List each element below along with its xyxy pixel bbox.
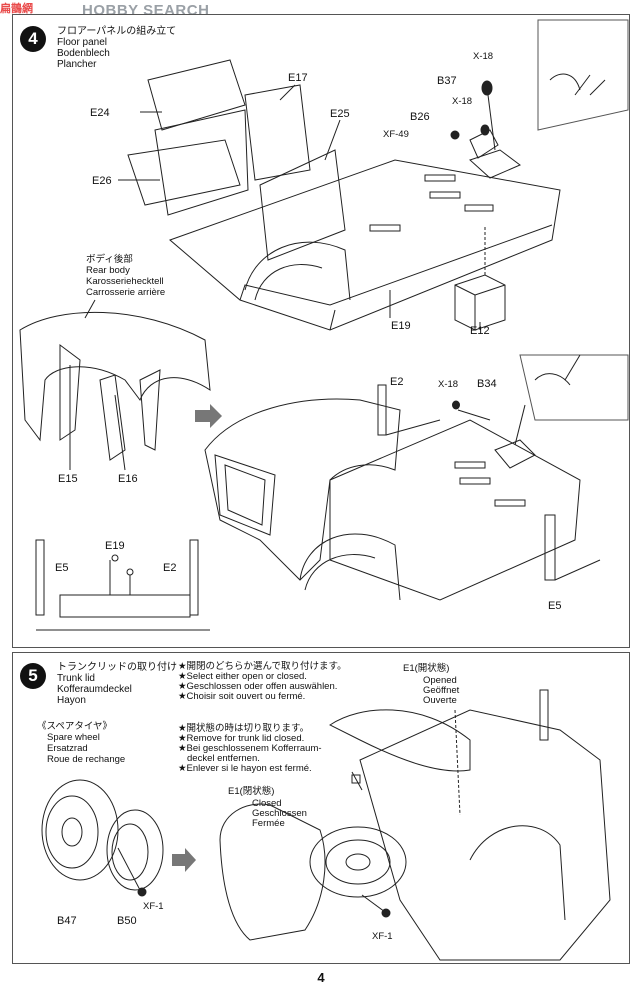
spare-wheel-de: Ersatzrad — [47, 743, 88, 754]
watermark-site-logo: 扁鵲網 — [0, 3, 33, 15]
label-e17: E17 — [288, 72, 308, 84]
step5-title-de: Kofferaumdeckel — [57, 684, 132, 695]
open-lid-en: Opened — [423, 675, 457, 686]
rear-body-en: Rear body — [86, 265, 130, 276]
step5-title-jp: トランクリッドの取り付け — [57, 662, 177, 673]
closed-lid-label: E1(閉状態) — [228, 786, 275, 797]
step5-note1-line4: ★Choisir soit ouvert ou fermé. — [178, 691, 306, 702]
label-xf49: XF-49 — [383, 129, 409, 140]
open-lid-fr: Ouverte — [423, 695, 457, 706]
page-number: 4 — [317, 970, 325, 985]
label-e19: E19 — [391, 320, 411, 332]
label-x18-top: X-18 — [473, 51, 494, 62]
step4-title-en: Floor panel — [57, 37, 108, 48]
label-b47: B47 — [57, 915, 77, 927]
open-lid-label: E1(開状態) — [403, 663, 450, 674]
step4-title-de: Bodenblech — [57, 48, 110, 59]
step5-note2-line1: ★開状態の時は切り取ります。 — [178, 723, 310, 734]
step4-title-jp: フロアーパネルの組み立て — [57, 26, 177, 37]
label-xf1-wheel: XF-1 — [143, 901, 164, 912]
label-e12: E12 — [470, 325, 490, 337]
step5-note2-line2: ★Remove for trunk lid closed. — [178, 733, 305, 744]
step5-note1-line2: ★Select either open or closed. — [178, 671, 307, 682]
label-e24: E24 — [90, 107, 110, 119]
label-b26: B26 — [410, 111, 430, 123]
step5-note2-line5: ★Enlever si le hayon est fermé. — [178, 763, 312, 774]
step4-number: 4 — [20, 26, 46, 52]
label-x18-lower: X-18 — [438, 379, 459, 390]
step5-note1-line3: ★Geschlossen oder offen auswählen. — [178, 681, 338, 692]
step5-title-fr: Hayon — [57, 695, 86, 706]
label-b37: B37 — [437, 75, 457, 87]
rear-body-fr: Carrosserie arrière — [86, 287, 166, 298]
label-e16: E16 — [118, 473, 138, 485]
label-e2-top: E2 — [390, 376, 404, 388]
step5-number: 5 — [20, 663, 46, 689]
label-e2-frame: E2 — [163, 562, 177, 574]
label-xf1-body: XF-1 — [372, 931, 393, 942]
step5-note1-line1: ★開閉のどちらか選んで取り付けます。 — [178, 661, 347, 672]
spare-wheel-fr: Roue de rechange — [47, 754, 126, 765]
spare-wheel-jp: 《スペアタイヤ》 — [37, 721, 113, 732]
step5-note2-line4: deckel entfernen. — [187, 753, 260, 764]
rear-body-de: Karosseriehecktell — [86, 276, 164, 287]
step5-panel — [12, 652, 630, 964]
label-e5-left: E5 — [55, 562, 69, 574]
label-e25: E25 — [330, 108, 350, 120]
closed-lid-en: Closed — [252, 798, 282, 809]
closed-lid-fr: Fermée — [252, 818, 285, 829]
step4-title-fr: Plancher — [57, 59, 97, 70]
label-e19-frame: E19 — [105, 540, 125, 552]
label-e5-right: E5 — [548, 600, 562, 612]
step5-note2-line3: ★Bei geschlossenem Kofferraum- — [178, 743, 322, 754]
label-b34: B34 — [477, 378, 497, 390]
open-lid-de: Geöffnet — [423, 685, 460, 696]
label-b50: B50 — [117, 915, 137, 927]
label-e15: E15 — [58, 473, 78, 485]
spare-wheel-en: Spare wheel — [47, 732, 100, 743]
closed-lid-de: Geschlossen — [252, 808, 307, 819]
step4-panel — [12, 14, 630, 648]
step5-title-en: Trunk lid — [57, 673, 95, 684]
label-x18-mid: X-18 — [452, 96, 473, 107]
rear-body-jp: ボディ後部 — [86, 254, 133, 265]
label-e26: E26 — [92, 175, 112, 187]
